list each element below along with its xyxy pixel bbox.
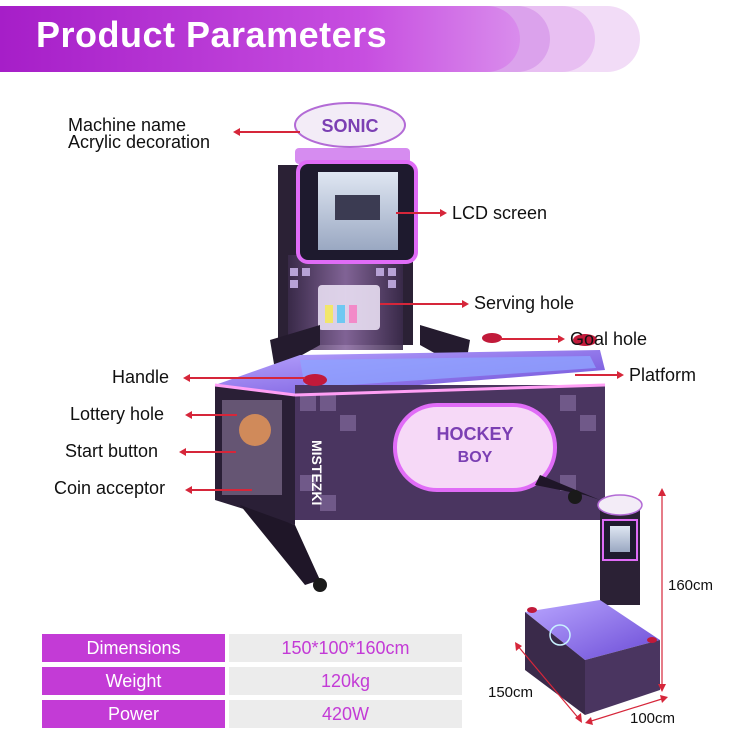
spec-value: 120kg: [229, 667, 462, 695]
arrow-icon: [558, 335, 565, 343]
pointer-line: [190, 377, 305, 379]
pointer-line: [192, 489, 252, 491]
arrow-icon: [233, 128, 240, 136]
label-platform: Platform: [629, 365, 697, 385]
spec-value: 420W: [229, 700, 462, 728]
pointer-line: [240, 131, 300, 133]
spec-key: Power: [42, 700, 225, 728]
label-coin-acceptor: Coin acceptor: [54, 478, 166, 498]
header-banner: Product Parameters: [0, 0, 750, 78]
arrow-icon: [440, 209, 447, 217]
svg-text:HOCKEY: HOCKEY: [436, 424, 513, 444]
spec-key: Weight: [42, 667, 225, 695]
pointer-line: [575, 374, 617, 376]
dimension-width: 100cm: [630, 710, 676, 727]
title-bar: [0, 6, 520, 72]
pointer-line: [186, 451, 236, 453]
arrow-icon: [185, 411, 192, 419]
spec-value: 150*100*160cm: [229, 634, 462, 662]
dimension-length: 150cm: [488, 684, 534, 701]
label-lottery-hole: Lottery hole: [70, 404, 165, 424]
pointer-line: [500, 338, 558, 340]
label-machine-name: Machine name: [68, 115, 187, 135]
label-handle: Handle: [112, 367, 170, 387]
arrow-icon: [179, 448, 186, 456]
label-serving-hole: Serving hole: [474, 293, 575, 313]
arrow-icon: [617, 371, 624, 379]
spec-row: Weight 120kg: [42, 667, 462, 695]
spec-key: Dimensions: [42, 634, 225, 662]
label-goal-hole: Goal hole: [570, 329, 648, 349]
pointer-line: [192, 414, 237, 416]
svg-text:SONIC: SONIC: [321, 116, 378, 136]
arrow-icon: [183, 374, 190, 382]
spec-row: Power 420W: [42, 700, 462, 728]
label-lcd-screen: LCD screen: [452, 203, 548, 223]
svg-text:MISTEZKI: MISTEZKI: [309, 440, 325, 505]
pointer-line: [396, 212, 440, 214]
label-start-button: Start button: [65, 441, 159, 461]
svg-text:BOY: BOY: [458, 449, 493, 466]
dimension-height: 160cm: [668, 577, 714, 594]
label-acrylic-decoration: Acrylic decoration: [68, 132, 211, 152]
pointer-line: [380, 303, 462, 305]
spec-row: Dimensions 150*100*160cm: [42, 634, 462, 662]
page-title: Product Parameters: [36, 14, 388, 55]
arrow-icon: [185, 486, 192, 494]
arrow-icon: [462, 300, 469, 308]
